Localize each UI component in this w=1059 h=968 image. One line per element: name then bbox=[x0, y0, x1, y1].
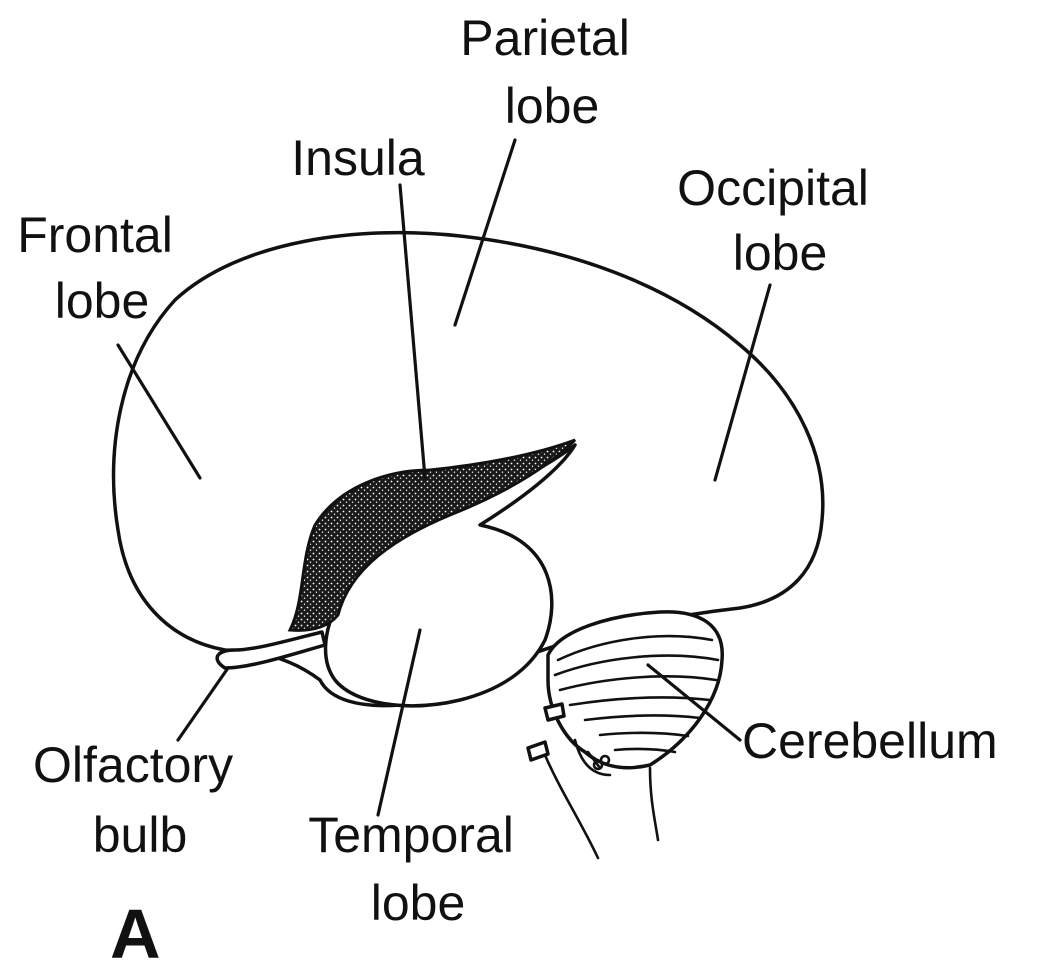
insula-label: Insula bbox=[291, 130, 425, 186]
parietal-lobe-label: Parietal lobe bbox=[460, 10, 643, 134]
cerebellum-label: Cerebellum bbox=[742, 713, 998, 769]
panel-letter: A bbox=[110, 895, 161, 963]
frontal-lobe-label: Frontal lobe bbox=[17, 207, 187, 329]
brainstem-line bbox=[545, 755, 598, 858]
olfactory-bulb-label: Olfactory bulb bbox=[33, 737, 247, 863]
nerve-stub-upper bbox=[545, 704, 564, 720]
cerebellum bbox=[548, 612, 722, 840]
olfactory-leader bbox=[178, 668, 228, 740]
temporal-lobe-label: Temporal lobe bbox=[308, 807, 528, 931]
occipital-lobe-label: Occipital lobe bbox=[677, 160, 883, 281]
